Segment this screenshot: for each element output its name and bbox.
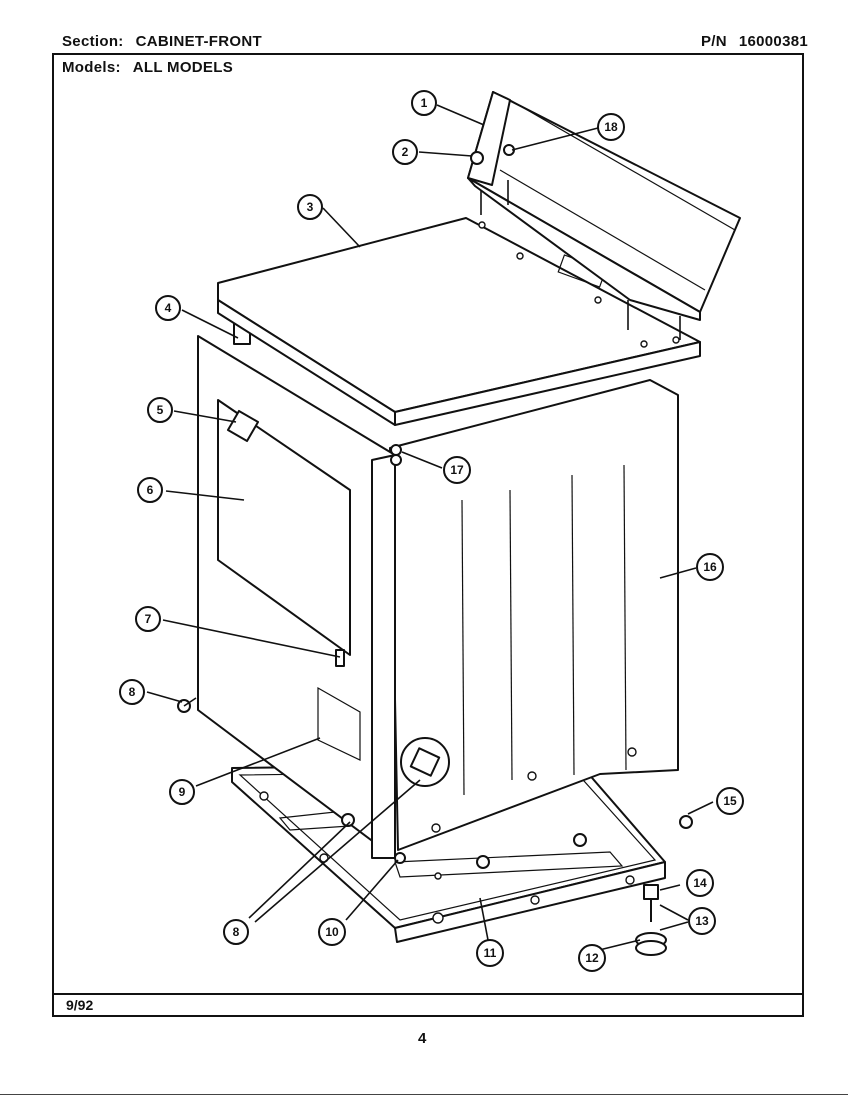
svg-text:16: 16 — [703, 560, 717, 574]
front-panel — [197, 321, 450, 859]
svg-text:8: 8 — [129, 685, 136, 699]
callout-10: 10 — [318, 918, 346, 946]
diagram-frame — [52, 53, 804, 1017]
callout-6: 6 — [137, 477, 163, 503]
callout-17: 17 — [443, 456, 471, 484]
svg-text:6: 6 — [147, 483, 154, 497]
models-value: ALL MODELS — [132, 59, 234, 76]
leader-lines — [146, 104, 714, 956]
svg-text:18: 18 — [604, 120, 618, 134]
svg-text:11: 11 — [484, 946, 497, 960]
callout-13: 13 — [688, 907, 716, 935]
part-number-header: P/N 16000381 — [701, 33, 808, 50]
callout-14: 14 — [686, 869, 714, 897]
models-label: Models: — [62, 59, 121, 76]
callout-11: 11 — [476, 939, 504, 967]
callout-1: 1 — [411, 90, 437, 116]
svg-text:15: 15 — [723, 794, 737, 808]
cabinet-wrapper — [389, 379, 679, 851]
footer-divider — [52, 993, 804, 995]
section-value: CABINET-FRONT — [135, 33, 262, 50]
callout-7: 7 — [135, 606, 161, 632]
revision-date: 9/92 — [66, 997, 94, 1013]
svg-text:10: 10 — [325, 925, 339, 939]
svg-text:7: 7 — [145, 612, 152, 626]
cabinet-top — [217, 217, 701, 426]
callout-18: 18 — [597, 113, 625, 141]
svg-text:4: 4 — [165, 301, 172, 315]
control-console — [467, 91, 741, 340]
callout-9: 9 — [169, 779, 195, 805]
svg-text:12: 12 — [585, 951, 599, 965]
section-label: Section: — [62, 33, 124, 50]
svg-text:2: 2 — [402, 145, 409, 159]
callout-15: 15 — [716, 787, 744, 815]
svg-text:5: 5 — [157, 403, 164, 417]
svg-text:8: 8 — [233, 925, 240, 939]
models-header: Models: ALL MODELS — [62, 59, 233, 76]
callout-5: 5 — [147, 397, 173, 423]
svg-text:3: 3 — [307, 200, 314, 214]
fasteners — [177, 444, 693, 956]
callout-16: 16 — [696, 553, 724, 581]
callout-8-upper: 8 — [119, 679, 145, 705]
svg-text:13: 13 — [695, 914, 709, 928]
callouts: 1 2 3 4 5 6 7 8 8 9 10 11 12 13 14 15 16… — [119, 90, 744, 972]
svg-text:1: 1 — [421, 96, 428, 110]
pn-label: P/N — [700, 33, 727, 50]
svg-text:14: 14 — [693, 876, 707, 890]
callout-8-lower: 8 — [223, 919, 249, 945]
page-number: 4 — [418, 1030, 427, 1047]
callout-4: 4 — [155, 295, 181, 321]
bottom-rule — [0, 1094, 848, 1095]
callout-2: 2 — [392, 139, 418, 165]
callout-12: 12 — [578, 944, 606, 972]
pn-value: 16000381 — [738, 33, 808, 50]
callout-3: 3 — [297, 194, 323, 220]
section-header: Section: CABINET-FRONT — [62, 33, 262, 50]
svg-text:17: 17 — [450, 463, 464, 477]
svg-text:9: 9 — [179, 785, 186, 799]
